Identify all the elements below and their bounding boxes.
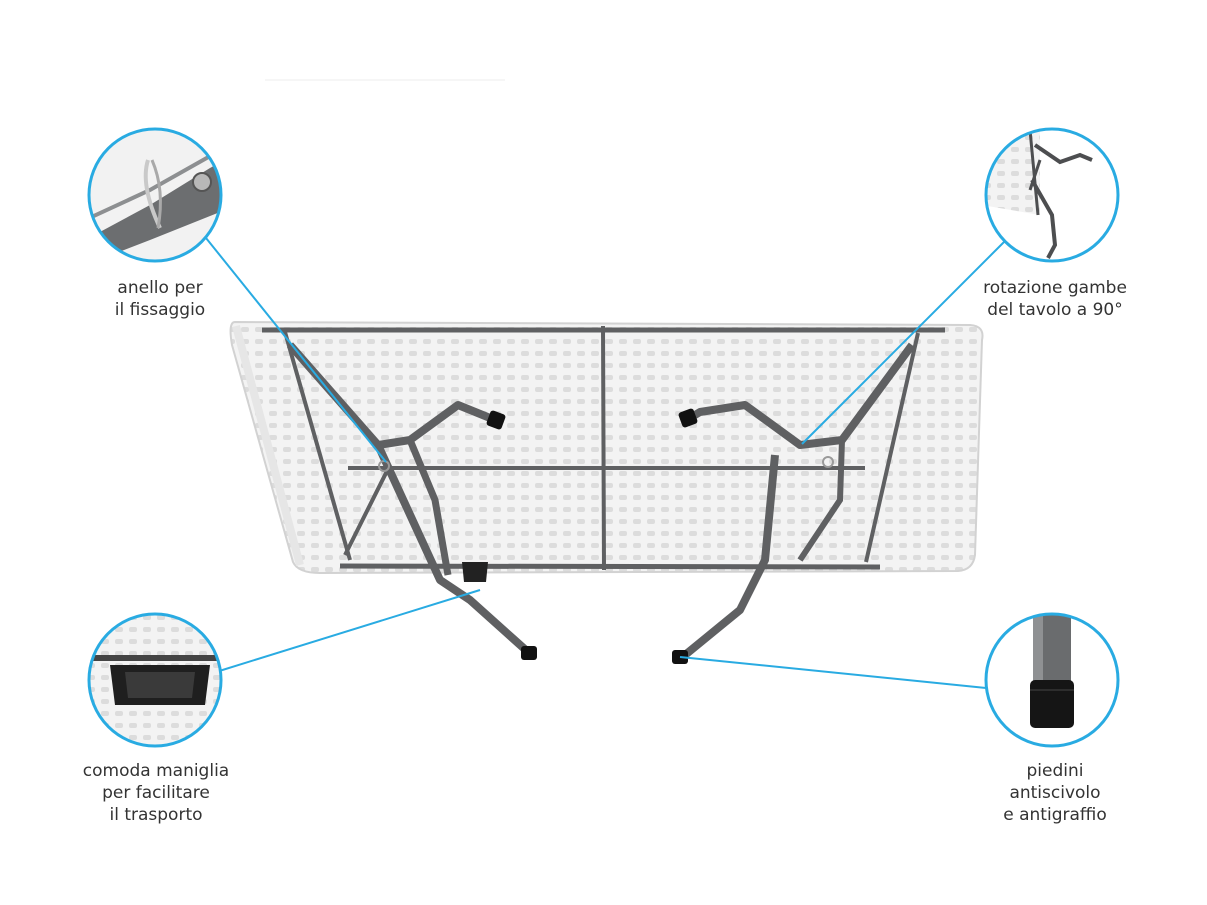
callout-ring-detail xyxy=(87,127,223,263)
caption-handle-line-1: comoda maniglia xyxy=(82,761,230,781)
caption-feet-line-3: e antigraffio xyxy=(1003,805,1107,825)
leader-line-handle xyxy=(215,589,481,673)
caption-handle-line-2: per facilitare xyxy=(102,783,210,803)
caption-rotate-line-1: rotazione gambe xyxy=(983,278,1127,298)
caption-ring: anello per il fissaggio xyxy=(85,277,235,321)
caption-feet-line-1: piedini xyxy=(1026,761,1084,781)
folding-table xyxy=(229,320,984,664)
caption-ring-line-2: il fissaggio xyxy=(114,300,206,320)
caption-rotate: rotazione gambe del tavolo a 90° xyxy=(950,277,1160,321)
caption-handle: comoda maniglia per facilitare il traspo… xyxy=(56,760,256,826)
caption-feet-line-2: antiscivolo xyxy=(1009,783,1101,803)
rubber-foot-detail-icon xyxy=(986,614,1118,746)
caption-ring-line-1: anello per xyxy=(117,278,203,298)
handle-detail-icon xyxy=(89,614,221,746)
ring-detail-icon xyxy=(89,129,221,261)
leader-lines xyxy=(205,237,1007,689)
callout-feet-detail xyxy=(984,612,1120,748)
leader-line-ring xyxy=(205,237,387,463)
caption-rotate-line-2: del tavolo a 90° xyxy=(987,300,1123,320)
tabletop xyxy=(229,320,984,575)
caption-handle-line-3: il trasporto xyxy=(109,805,203,825)
caption-feet: piedini antiscivolo e antigraffio xyxy=(975,760,1135,826)
leader-line-feet xyxy=(679,656,987,689)
callout-handle-detail xyxy=(87,612,223,748)
leader-line-rotate xyxy=(801,239,1007,445)
